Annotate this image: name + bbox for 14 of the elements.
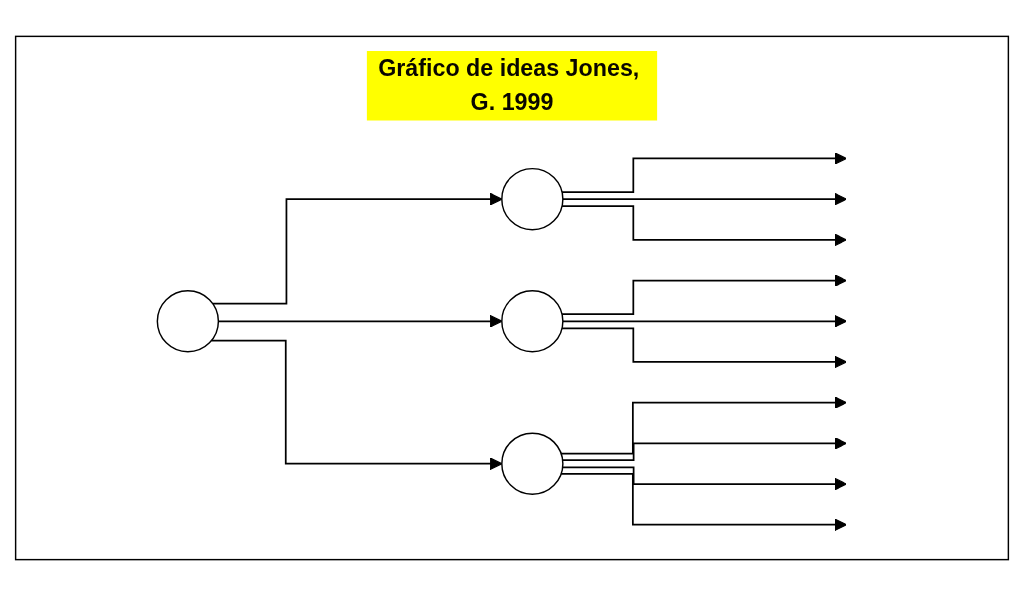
node-circle (501, 167, 564, 231)
arrow (211, 192, 503, 305)
cluster: Gráfico de ideas Jones, G. 1999 (14, 35, 1010, 561)
arrow (561, 274, 847, 316)
arrow (561, 152, 847, 193)
arrow (561, 327, 847, 369)
arrow (560, 473, 847, 532)
node-circle (156, 290, 220, 353)
node-circle (501, 290, 564, 353)
arrow (560, 396, 847, 455)
arrow (562, 192, 847, 206)
arrow (562, 314, 847, 328)
arrow (210, 339, 503, 471)
node-circle (501, 432, 564, 495)
